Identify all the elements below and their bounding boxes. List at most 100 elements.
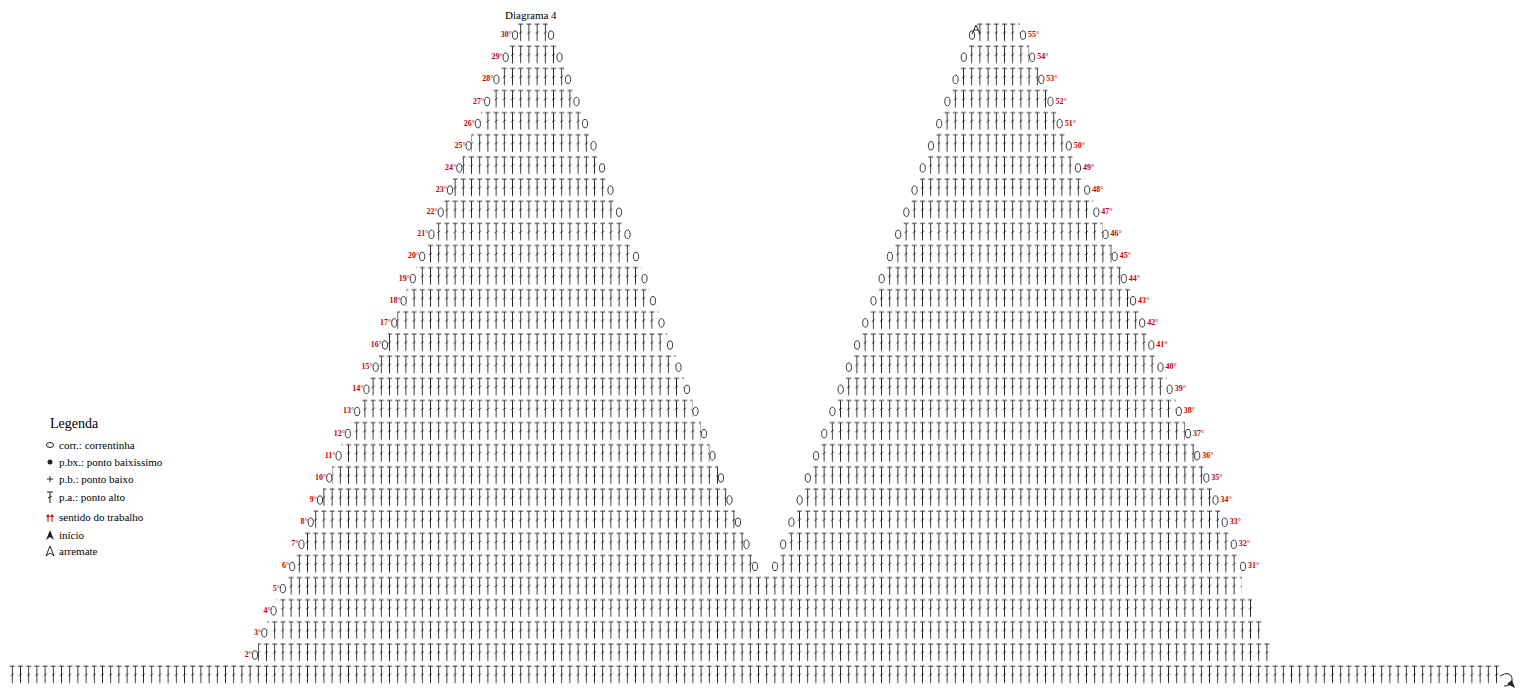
chain-stitch <box>382 341 387 349</box>
chain-stitch <box>797 496 802 504</box>
row-number: 18° <box>389 296 400 306</box>
stitch-row <box>975 21 1020 43</box>
chain-stitch <box>1048 97 1053 105</box>
chain-stitch <box>317 496 322 504</box>
row-number: 13° <box>343 406 354 416</box>
stitch-row <box>901 220 1102 242</box>
row-number: 50° <box>1074 141 1085 151</box>
chain-stitch <box>557 53 562 61</box>
row-number: 44° <box>1129 274 1140 284</box>
chain-stitch <box>616 208 621 216</box>
row-number: 43° <box>1138 296 1149 306</box>
chain-stitch <box>548 31 553 39</box>
legend-symbol <box>45 472 55 486</box>
row-number: 34° <box>1221 495 1232 505</box>
stitch-row <box>835 397 1175 419</box>
chain-stitch <box>633 252 638 260</box>
chain-stitch <box>896 230 901 238</box>
row-number: 40° <box>1166 362 1177 372</box>
stitch-row <box>277 597 1252 619</box>
chain-stitch <box>355 407 360 415</box>
chain-stitch <box>945 97 950 105</box>
stitch-row <box>314 508 735 530</box>
chain-stitch <box>846 363 851 371</box>
chain-stitch <box>574 97 579 105</box>
legend-symbol <box>45 544 55 558</box>
chain-stitch <box>781 540 786 548</box>
stitch-row <box>967 43 1029 65</box>
legend-row: p.bx.: ponto baixíssimo <box>45 455 162 469</box>
chain-stitch <box>1176 407 1181 415</box>
legend-text: p.bx.: ponto baixíssimo <box>59 456 162 469</box>
chain-stitch <box>744 540 749 548</box>
stitch-row <box>397 309 658 331</box>
row-number: 8° <box>301 517 308 527</box>
chain-stitch <box>969 31 974 39</box>
stitch-row <box>868 309 1139 331</box>
row-number: 25° <box>454 141 465 151</box>
row-number: 32° <box>1239 539 1250 549</box>
chain-stitch <box>830 407 835 415</box>
chain-stitch <box>1231 540 1236 548</box>
chain-stitch <box>271 607 276 615</box>
chain-stitch <box>1140 319 1145 327</box>
row-number: 37° <box>1193 429 1204 439</box>
chain-stitch <box>1158 363 1163 371</box>
stitch-row <box>444 198 616 220</box>
row-number: 36° <box>1202 451 1213 461</box>
row-number: 52° <box>1056 97 1067 107</box>
chain-stitch <box>1213 496 1218 504</box>
stitch-row <box>499 65 565 87</box>
chain-stitch <box>701 429 706 437</box>
chain-stitch <box>429 230 434 238</box>
chain-stitch <box>854 341 859 349</box>
chart-title: Diagrama 4 <box>505 9 557 22</box>
row-number: 55° <box>1028 30 1039 40</box>
legend-row: sentido do trabalho <box>45 510 143 524</box>
chain-stitch <box>684 385 689 393</box>
stitch-row <box>323 486 727 508</box>
row-number: 20° <box>408 251 419 261</box>
row-number: 53° <box>1046 74 1057 84</box>
row-number: 24° <box>445 163 456 173</box>
row-number: 30° <box>501 30 512 40</box>
chain-stitch <box>772 562 777 570</box>
legend-row: início <box>45 528 84 542</box>
chain-stitch <box>336 452 341 460</box>
chain-stitch <box>625 230 630 238</box>
row-number: 54° <box>1037 52 1048 62</box>
legend-symbol <box>45 510 55 524</box>
chain-stitch <box>961 53 966 61</box>
chain-stitch <box>327 474 332 482</box>
stitch-row <box>342 442 710 464</box>
chain-stitch <box>710 452 715 460</box>
chain-stitch <box>1039 75 1044 83</box>
row-number: 49° <box>1083 163 1094 173</box>
chain-stitch <box>447 186 452 194</box>
chain-stitch <box>280 584 285 592</box>
chain-stitch <box>1167 385 1172 393</box>
stitch-row <box>885 265 1121 287</box>
chain-stitch <box>1066 142 1071 150</box>
legend-row: arremate <box>45 544 97 558</box>
legend-text: início <box>59 529 84 542</box>
stitch-row <box>909 198 1093 220</box>
chain-stitch <box>1121 274 1126 282</box>
legend-text: arremate <box>59 545 97 558</box>
stitch-row <box>509 43 557 65</box>
stitch-row <box>462 154 599 176</box>
stitch-row <box>794 508 1221 530</box>
chain-stitch <box>813 452 818 460</box>
row-number: 16° <box>371 340 382 350</box>
legend-text: p.b.: ponto baixo <box>59 473 134 486</box>
chain-stitch <box>582 119 587 127</box>
chain-stitch <box>693 407 698 415</box>
row-number: 15° <box>362 362 373 372</box>
chain-stitch <box>1130 297 1135 305</box>
chain-stitch <box>735 518 740 526</box>
chain-stitch <box>1222 518 1227 526</box>
stitch-row <box>852 353 1158 375</box>
chain-stitch <box>789 518 794 526</box>
row-number: 7° <box>291 539 298 549</box>
